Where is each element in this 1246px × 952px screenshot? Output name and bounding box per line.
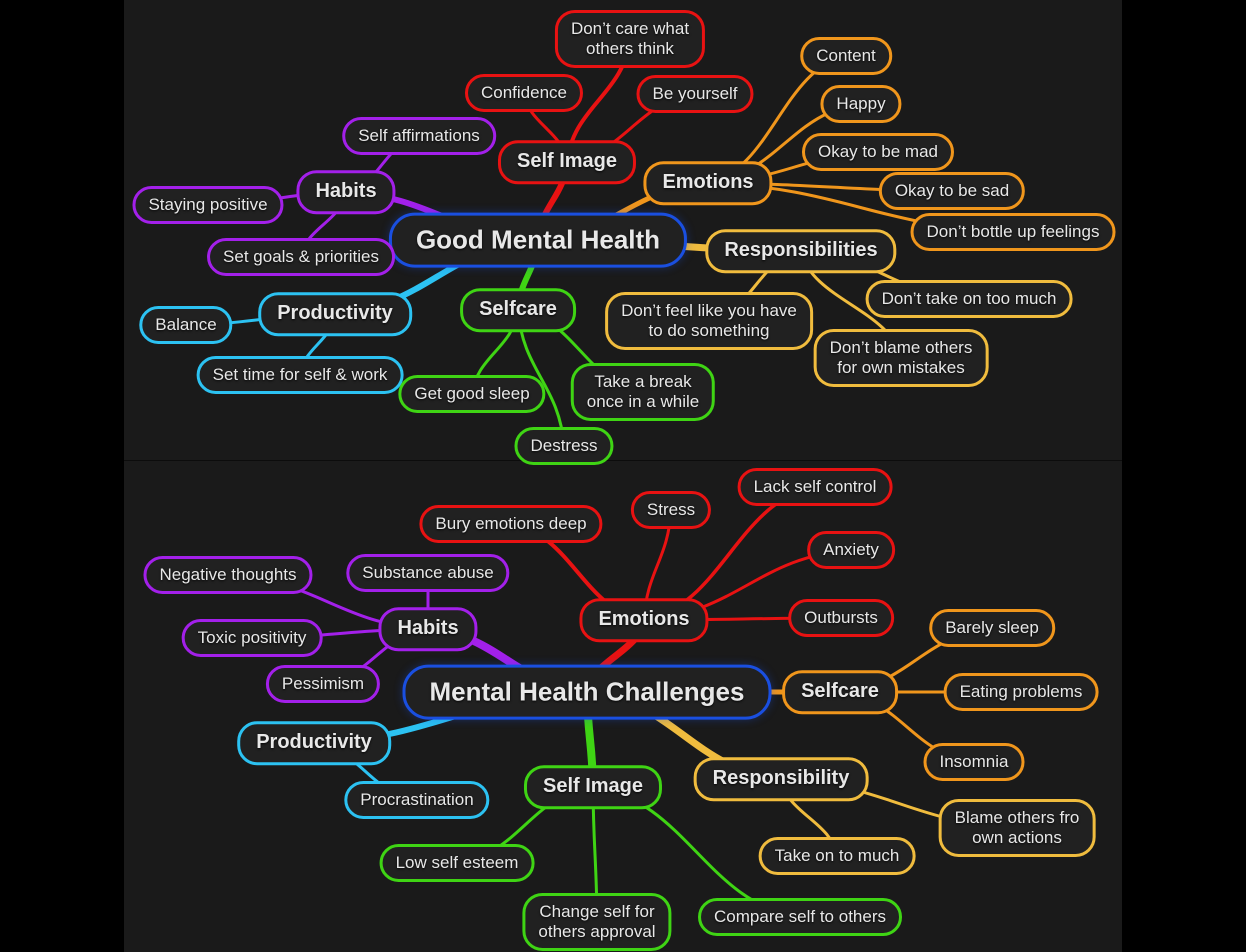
mindmap-node-okaysad[interactable]: Okay to be sad <box>878 171 1026 211</box>
mindmap-node-setgoals[interactable]: Set goals & priorities <box>207 237 395 277</box>
mindmap-node-subabuse[interactable]: Substance abuse <box>346 553 510 593</box>
mindmap-node-resp[interactable]: Responsibilities <box>705 229 897 273</box>
mindmap-node-barely[interactable]: Barely sleep <box>929 608 1055 648</box>
mindmap-node-getsleep[interactable]: Get good sleep <box>398 374 546 414</box>
mindmap-node-emotions[interactable]: Emotions <box>643 161 773 205</box>
mindmap-node-balance[interactable]: Balance <box>139 305 233 345</box>
mindmap-node-productivity-b[interactable]: Productivity <box>237 721 391 765</box>
mindmap-node-gmh[interactable]: Good Mental Health <box>388 212 688 268</box>
mindmap-node-dontfeel[interactable]: Don’t feel like you have to do something <box>605 291 813 351</box>
mindmap-node-toxicpos[interactable]: Toxic positivity <box>181 618 323 658</box>
mindmap-node-habits[interactable]: Habits <box>296 170 396 214</box>
mindmap-node-selfcare-b[interactable]: Selfcare <box>782 670 898 714</box>
mindmap-node-content[interactable]: Content <box>800 36 892 76</box>
mindmap-node-mhc[interactable]: Mental Health Challenges <box>402 664 772 720</box>
mindmap-node-stress[interactable]: Stress <box>630 490 712 530</box>
mindmap-node-outbursts[interactable]: Outbursts <box>788 598 894 638</box>
mindmap-node-dontcare[interactable]: Don’t care what others think <box>554 9 706 69</box>
mindmap-node-productivity[interactable]: Productivity <box>258 292 412 336</box>
mindmap-node-selfimage-b[interactable]: Self Image <box>523 765 663 809</box>
mindmap-node-beyourself[interactable]: Be yourself <box>636 74 754 114</box>
mindmap-node-anxiety[interactable]: Anxiety <box>807 530 895 570</box>
mindmap-node-lack[interactable]: Lack self control <box>737 467 893 507</box>
mindmap-node-bury[interactable]: Bury emotions deep <box>419 504 603 544</box>
mindmap-node-blame[interactable]: Blame others fro own actions <box>938 798 1096 858</box>
mindmap-node-takebreak[interactable]: Take a break once in a while <box>570 362 716 422</box>
map-divider-line <box>124 460 1122 461</box>
mindmap-node-resp-b[interactable]: Responsibility <box>693 757 869 801</box>
mindmap-node-lowself[interactable]: Low self esteem <box>379 843 535 883</box>
mindmap-node-dontblame[interactable]: Don’t blame others for own mistakes <box>813 328 989 388</box>
mindmap-node-dontbottle[interactable]: Don’t bottle up feelings <box>910 212 1116 252</box>
mindmap-node-habits-b[interactable]: Habits <box>378 607 478 651</box>
mindmap-node-eating[interactable]: Eating problems <box>943 672 1099 712</box>
mindmap-node-compare[interactable]: Compare self to others <box>698 897 902 937</box>
mindmap-node-emotions-b[interactable]: Emotions <box>579 598 709 642</box>
mindmap-node-happy[interactable]: Happy <box>820 84 902 124</box>
mindmap-node-pessimism[interactable]: Pessimism <box>265 664 381 704</box>
mindmap-node-staying[interactable]: Staying positive <box>132 185 284 225</box>
mindmap-node-donttake[interactable]: Don’t take on too much <box>865 279 1073 319</box>
mindmap-node-settime[interactable]: Set time for self & work <box>196 355 404 395</box>
mindmap-node-selfaffirm[interactable]: Self affirmations <box>342 116 496 156</box>
mindmap-node-negthoughts[interactable]: Negative thoughts <box>143 555 313 595</box>
mindmap-node-destress[interactable]: Destress <box>514 426 614 466</box>
mindmap-node-selfimage[interactable]: Self Image <box>497 140 637 184</box>
mindmap-node-changeself[interactable]: Change self for others approval <box>522 892 672 952</box>
mindmap-node-confidence[interactable]: Confidence <box>464 73 584 113</box>
mindmap-node-selfcare[interactable]: Selfcare <box>460 288 576 332</box>
mindmap-node-insomnia[interactable]: Insomnia <box>923 742 1025 782</box>
mindmap-node-takeon[interactable]: Take on to much <box>758 836 916 876</box>
mindmap-node-okaymad[interactable]: Okay to be mad <box>801 132 955 172</box>
mindmap-node-procrast[interactable]: Procrastination <box>344 780 490 820</box>
